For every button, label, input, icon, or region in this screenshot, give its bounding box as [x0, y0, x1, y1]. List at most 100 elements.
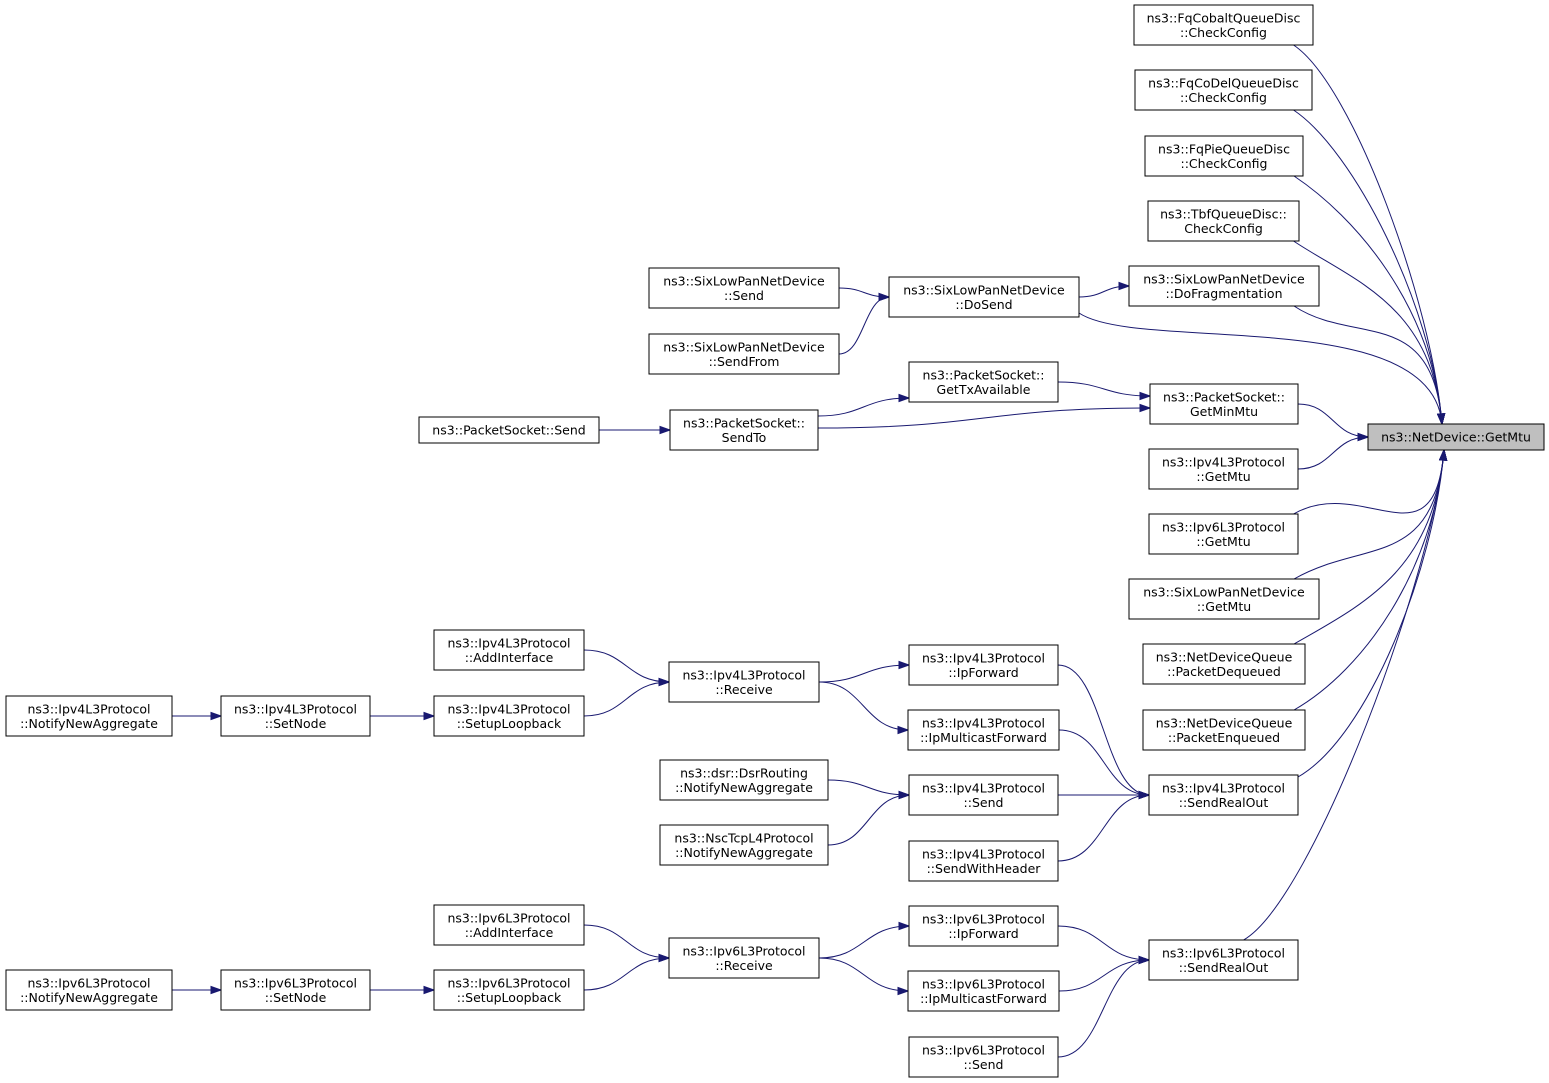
- node-v6loop[interactable]: ns3::Ipv6L3Protocol::SetupLoopback: [433, 969, 585, 1011]
- node-v4agg[interactable]: ns3::Ipv4L3Protocol::NotifyNewAggregate: [5, 695, 173, 737]
- node-v6ipf[interactable]: ns3::Ipv6L3Protocol::IpForward: [908, 905, 1059, 947]
- edge-line: [583, 924, 670, 959]
- node-v6recv[interactable]: ns3::Ipv6L3Protocol::Receive: [668, 937, 820, 979]
- node-label-line: ns3::Ipv4L3Protocol: [447, 635, 570, 650]
- node-psto[interactable]: ns3::PacketSocket::SendTo: [669, 409, 819, 451]
- node-sixdo[interactable]: ns3::SixLowPanNetDevice::DoSend: [888, 276, 1080, 318]
- node-label-line: ns3::Ipv6L3Protocol: [922, 911, 1045, 926]
- node-root[interactable]: ns3::NetDevice::GetMtu: [1367, 423, 1545, 451]
- node-tbf[interactable]: ns3::TbfQueueDisc::CheckConfig: [1147, 200, 1300, 242]
- node-label-line: ns3::PacketSocket::: [923, 367, 1045, 382]
- node-label-line: ns3::Ipv4L3Protocol: [922, 650, 1045, 665]
- edge-arrowhead: [898, 921, 911, 931]
- node-v6agg[interactable]: ns3::Ipv6L3Protocol::NotifyNewAggregate: [5, 969, 173, 1011]
- node-v4send[interactable]: ns3::Ipv4L3Protocol::Send: [908, 774, 1059, 816]
- edge-line: [583, 649, 670, 683]
- edge-arrowhead: [210, 985, 223, 995]
- node-nscagg[interactable]: ns3::NscTcpL4Protocol::NotifyNewAggregat…: [659, 824, 829, 866]
- edge-line: [1058, 729, 1150, 796]
- node-label-line: ns3::Ipv4L3Protocol: [234, 701, 357, 716]
- node-label-line: ns3::SixLowPanNetDevice: [663, 273, 825, 288]
- edge-arrowhead: [659, 425, 672, 435]
- node-label-line: ::Receive: [715, 682, 773, 697]
- node-box: [220, 695, 371, 737]
- node-ndqdeq[interactable]: ns3::NetDeviceQueue::PacketDequeued: [1142, 643, 1306, 685]
- node-box: [908, 774, 1059, 816]
- edge-line: [818, 925, 910, 959]
- node-box: [1142, 709, 1306, 751]
- node-label-line: ns3::Ipv6L3Protocol: [234, 975, 357, 990]
- node-label-line: ::Send: [964, 1057, 1004, 1072]
- node-psmin[interactable]: ns3::PacketSocket::GetMinMtu: [1149, 383, 1299, 425]
- node-v4addif[interactable]: ns3::Ipv4L3Protocol::AddInterface: [433, 629, 585, 671]
- edge-v4node-to-v4loop: [370, 711, 436, 721]
- edge-line: [1297, 449, 1445, 778]
- node-pstx[interactable]: ns3::PacketSocket::GetTxAvailable: [908, 361, 1059, 403]
- node-label-line: ns3::SixLowPanNetDevice: [1143, 584, 1305, 599]
- node-label-line: ::NotifyNewAggregate: [20, 990, 158, 1005]
- node-sixfrom[interactable]: ns3::SixLowPanNetDevice::SendFrom: [648, 333, 840, 375]
- node-v4loop[interactable]: ns3::Ipv4L3Protocol::SetupLoopback: [433, 695, 585, 737]
- edge-v6ipmf-to-v6sro: [1058, 955, 1151, 992]
- node-v6ipmf[interactable]: ns3::Ipv6L3Protocol::IpMulticastForward: [907, 970, 1060, 1012]
- node-box: [433, 904, 585, 946]
- edge-sixmtu-to-root: [1293, 448, 1448, 580]
- edge-line: [827, 779, 910, 796]
- node-fqpie[interactable]: ns3::FqPieQueueDisc::CheckConfig: [1144, 135, 1304, 177]
- node-label-line: ns3::SixLowPanNetDevice: [903, 282, 1065, 297]
- edge-line: [1058, 959, 1150, 992]
- node-box: [1144, 135, 1304, 177]
- node-label-line: ::AddInterface: [465, 925, 554, 940]
- node-v6sro[interactable]: ns3::Ipv6L3Protocol::SendRealOut: [1148, 939, 1299, 981]
- node-label-line: ::NotifyNewAggregate: [675, 845, 813, 860]
- node-v4ipmf[interactable]: ns3::Ipv4L3Protocol::IpMulticastForward: [907, 709, 1060, 751]
- edge-v6addif-to-v6recv: [583, 924, 671, 963]
- node-label-line: ::CheckConfig: [1180, 90, 1267, 105]
- edge-line: [1057, 664, 1150, 796]
- node-v6node[interactable]: ns3::Ipv6L3Protocol::SetNode: [220, 969, 371, 1011]
- edge-v4loop-to-v4recv: [583, 677, 671, 717]
- edge-arrowhead: [1139, 403, 1152, 413]
- edge-arrowhead: [1138, 790, 1151, 800]
- node-box: [908, 361, 1059, 403]
- node-label-line: ns3::dsr::DsrRouting: [680, 765, 808, 780]
- node-v4sro[interactable]: ns3::Ipv4L3Protocol::SendRealOut: [1148, 774, 1299, 816]
- edge-line: [817, 407, 1151, 429]
- node-v4ipf[interactable]: ns3::Ipv4L3Protocol::IpForward: [908, 644, 1059, 686]
- node-v6addif[interactable]: ns3::Ipv6L3Protocol::AddInterface: [433, 904, 585, 946]
- node-label-line: ns3::Ipv4L3Protocol: [682, 667, 805, 682]
- edge-arrowhead: [898, 660, 911, 670]
- node-fqcob[interactable]: ns3::FqCobaltQueueDisc::CheckConfig: [1133, 4, 1314, 46]
- node-sixsend[interactable]: ns3::SixLowPanNetDevice::Send: [648, 267, 840, 309]
- edge-line: [1293, 109, 1443, 425]
- node-pssend[interactable]: ns3::PacketSocket::Send: [418, 416, 600, 444]
- node-box: [220, 969, 371, 1011]
- edge-line: [1293, 449, 1445, 580]
- node-sixmtu[interactable]: ns3::SixLowPanNetDevice::GetMtu: [1128, 578, 1320, 620]
- edge-pssend-to-psto: [599, 425, 672, 435]
- edge-line: [1293, 240, 1443, 425]
- node-box: [888, 276, 1080, 318]
- edge-line: [1293, 449, 1445, 645]
- edge-line: [818, 681, 909, 731]
- node-label-line: ns3::NetDeviceQueue: [1156, 715, 1293, 730]
- node-v6mtu[interactable]: ns3::Ipv6L3Protocol::GetMtu: [1148, 513, 1299, 555]
- node-v4mtu[interactable]: ns3::Ipv4L3Protocol::GetMtu: [1148, 448, 1299, 490]
- node-v4node[interactable]: ns3::Ipv4L3Protocol::SetNode: [220, 695, 371, 737]
- edge-v6sro-to-root: [1243, 448, 1448, 941]
- edge-sixfrag-to-root: [1293, 305, 1446, 426]
- node-fqcod[interactable]: ns3::FqCoDelQueueDisc::CheckConfig: [1134, 69, 1313, 111]
- node-sixfrag[interactable]: ns3::SixLowPanNetDevice::DoFragmentation: [1128, 265, 1320, 307]
- node-ndqenq[interactable]: ns3::NetDeviceQueue::PacketEnqueued: [1142, 709, 1306, 751]
- node-label-line: ns3::Ipv4L3Protocol: [27, 701, 150, 716]
- node-label-line: ns3::NscTcpL4Protocol: [674, 830, 813, 845]
- node-v6send[interactable]: ns3::Ipv6L3Protocol::Send: [908, 1036, 1059, 1078]
- node-v4recv[interactable]: ns3::Ipv4L3Protocol::Receive: [668, 661, 820, 703]
- node-v4swh[interactable]: ns3::Ipv4L3Protocol::SendWithHeader: [908, 840, 1059, 882]
- node-label-line: ns3::Ipv6L3Protocol: [1162, 945, 1285, 960]
- node-label-line: ns3::Ipv6L3Protocol: [1162, 519, 1285, 534]
- node-dsragg[interactable]: ns3::dsr::DsrRouting::NotifyNewAggregate: [659, 759, 829, 801]
- node-label-line: ns3::Ipv6L3Protocol: [682, 943, 805, 958]
- node-label-line: ns3::PacketSocket::Send: [432, 423, 585, 438]
- edge-line: [1297, 436, 1369, 470]
